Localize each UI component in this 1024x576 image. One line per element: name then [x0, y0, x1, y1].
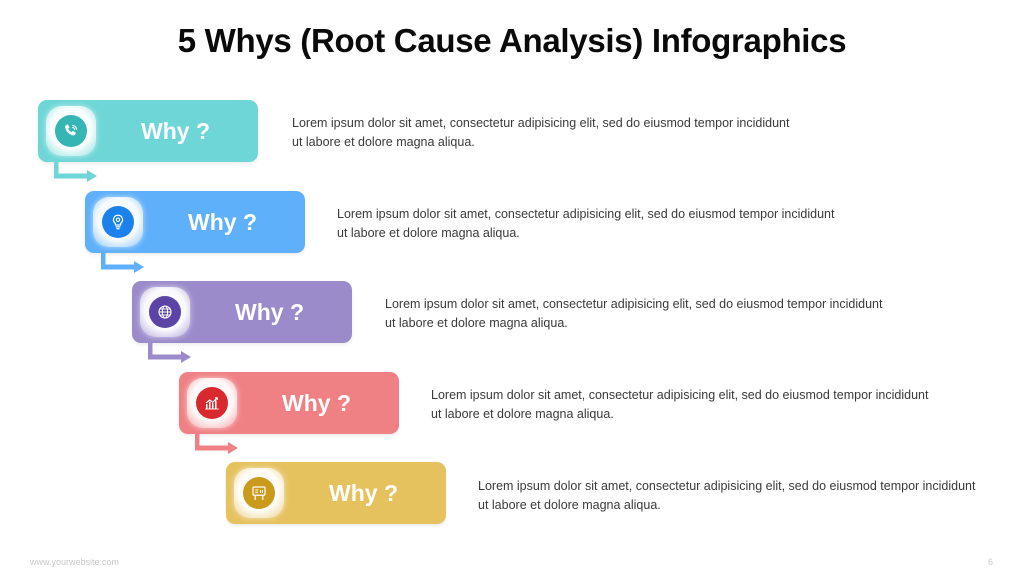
- page-number: 6: [988, 557, 994, 567]
- why-label: Why ?: [188, 208, 257, 235]
- page-title: 5 Whys (Root Cause Analysis) Infographic…: [177, 22, 847, 59]
- why-description-2: Lorem ipsum dolor sit amet, consectetur …: [337, 207, 835, 240]
- why-description-3: Lorem ipsum dolor sit amet, consectetur …: [385, 297, 883, 330]
- globe-icon: [149, 296, 181, 328]
- connector-arrow: [148, 343, 191, 363]
- phone-call-icon: [55, 115, 87, 147]
- why-box: Why ?: [179, 372, 399, 434]
- connector-arrow: [101, 253, 144, 273]
- icon-badge: [93, 197, 143, 247]
- presentation-board-icon: [243, 477, 275, 509]
- footer-website: www.yourwebsite.com: [30, 557, 120, 567]
- why-box: Why ?: [226, 462, 446, 524]
- why-box: Why ?: [85, 191, 305, 253]
- why-box: Why ?: [132, 281, 352, 343]
- icon-badge: [46, 106, 96, 156]
- connector-arrow: [54, 162, 97, 182]
- icon-badge: [140, 287, 190, 337]
- why-label: Why ?: [329, 479, 398, 506]
- why-description-4: Lorem ipsum dolor sit amet, consectetur …: [431, 388, 929, 421]
- why-description-5: Lorem ipsum dolor sit amet, consectetur …: [478, 479, 976, 512]
- icon-badge: [187, 378, 237, 428]
- chart-growth-icon: [196, 387, 228, 419]
- why-label: Why ?: [235, 298, 304, 325]
- why-label: Why ?: [282, 389, 351, 416]
- why-label: Why ?: [141, 117, 210, 144]
- why-description-1: Lorem ipsum dolor sit amet, consectetur …: [292, 116, 790, 149]
- connector-arrow: [195, 434, 238, 454]
- icon-badge: [234, 468, 284, 518]
- lightbulb-gear-icon: [102, 206, 134, 238]
- why-box: Why ?: [38, 100, 258, 162]
